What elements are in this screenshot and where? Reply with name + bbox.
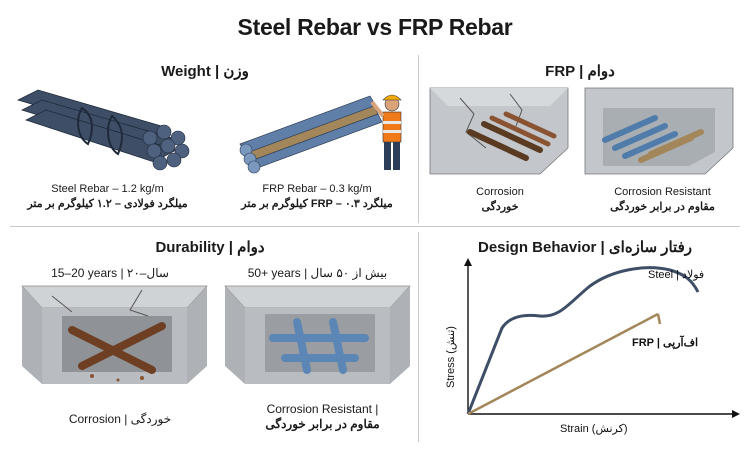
worker-figure [370,94,402,170]
y-axis-label: Stress (تنش) [445,326,457,388]
corrosion-resistant-caption-fa: مقاوم در برابر خوردگی [610,201,715,213]
frp-rebar-bundle-illustration [239,94,402,174]
design-heading: Design Behavior | رفتار سازه‌ای [478,239,692,256]
x-axis-arrow [732,410,740,418]
frp-line [467,312,659,416]
frp-slab-illustration [224,285,411,384]
steel-curve [466,266,700,415]
steel-rebar-caption-fa: میلگرد فولادی – ۱.۲ کیلوگرم بر متر [27,198,188,210]
y-axis-arrow [464,258,472,266]
resistant-concrete-block-illustration [584,87,734,175]
steel-label: Steel | فولاد [648,269,704,281]
frp-rebar-caption: FRP Rebar – 0.3 kg/m میلگرد FRP – ۰.۳ کی… [232,182,402,212]
frp-heading: FRP | دوام [545,63,615,80]
frp-years-label: 50+ years | بیش از ۵۰ سال [247,266,388,280]
steel-corrosion-caption: Corrosion | خوردگی [68,412,172,426]
frp-resistant-caption-fa: مقاوم در برابر خوردگی [265,417,380,431]
corroded-slab-illustration [21,285,208,384]
divider-horizontal [10,226,740,227]
corroded-concrete-block-illustration [429,87,569,175]
x-axis-label: Strain (کرنش) [560,423,628,435]
steel-years-label: 15–20 years | ۲۰–سال [51,266,169,280]
steel-rebar-caption-en: Steel Rebar – 1.2 kg/m [51,183,164,195]
frp-label: FRP | اف‌آرپی [632,335,698,349]
frp-line-end [656,313,662,325]
frp-resistant-caption-en: Corrosion Resistant | [266,402,379,416]
steel-rebar-caption: Steel Rebar – 1.2 kg/m میلگرد فولادی – ۱… [20,182,195,212]
divider-vertical-bottom [418,232,419,442]
stress-strain-chart: Steel | فولاد FRP | اف‌آرپی Strain (کرنش… [445,258,740,435]
corrosion-resistant-caption-en: Corrosion Resistant [614,186,711,198]
weight-heading: Weight | وزن [161,63,249,80]
corrosion-caption-fa: خوردگی [481,201,519,213]
divider-vertical-top [418,55,419,223]
frp-resistant-caption: Corrosion Resistant | مقاوم در برابر خور… [230,402,415,432]
corrosion-resistant-caption: Corrosion Resistant مقاوم در برابر خوردگ… [585,185,740,215]
corrosion-caption-en: Corrosion [476,186,524,198]
page-title: Steel Rebar vs FRP Rebar [237,14,513,40]
steel-rebar-bundle-illustration [16,89,190,171]
corrosion-caption: Corrosion خوردگی [440,185,560,215]
durability-heading: Durability | دوام [155,239,265,256]
frp-rebar-caption-fa: میلگرد FRP – ۰.۳ کیلوگرم بر متر [241,198,393,210]
frp-rebar-caption-en: FRP Rebar – 0.3 kg/m [262,183,372,195]
